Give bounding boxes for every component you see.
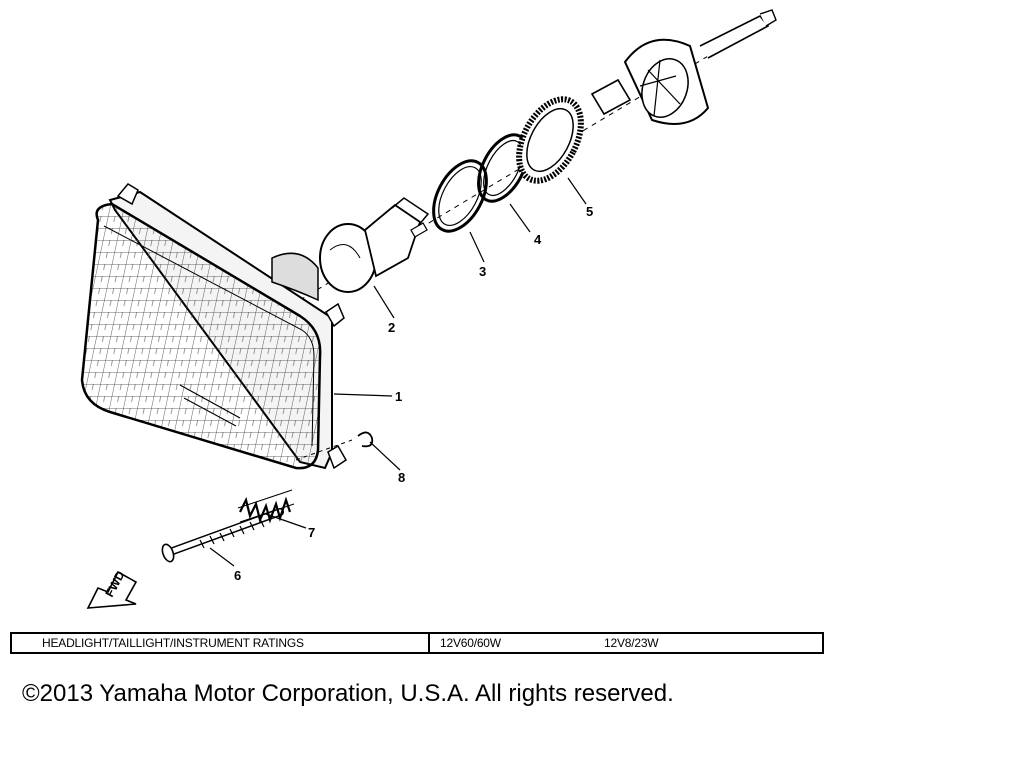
callout-3: 3 bbox=[479, 264, 486, 279]
part-spring bbox=[237, 489, 295, 524]
taillight-rating-value: 12V8/23W bbox=[604, 636, 659, 650]
ratings-values-cell: 12V60/60W 12V8/23W bbox=[430, 634, 822, 652]
headlight-exploded-diagram: 1 2 3 4 5 6 7 8 FWD bbox=[80, 9, 777, 609]
copyright-notice: ©2013 Yamaha Motor Corporation, U.S.A. A… bbox=[22, 680, 674, 707]
callout-1: 1 bbox=[395, 389, 402, 404]
part-retaining-ring bbox=[477, 133, 529, 203]
ratings-label: HEADLIGHT/TAILLIGHT/INSTRUMENT RATINGS bbox=[42, 636, 304, 650]
part-headlight-unit bbox=[80, 183, 347, 470]
callout-6: 6 bbox=[234, 568, 241, 583]
callout-4: 4 bbox=[534, 232, 542, 247]
callout-8: 8 bbox=[398, 470, 405, 485]
callout-5: 5 bbox=[586, 204, 593, 219]
part-socket-collar bbox=[516, 96, 584, 184]
callout-7: 7 bbox=[308, 525, 315, 540]
ratings-label-cell: HEADLIGHT/TAILLIGHT/INSTRUMENT RATINGS bbox=[12, 634, 430, 652]
callout-2: 2 bbox=[388, 320, 395, 335]
part-gasket bbox=[432, 159, 488, 233]
ratings-table: HEADLIGHT/TAILLIGHT/INSTRUMENT RATINGS 1… bbox=[10, 632, 824, 654]
fwd-direction-arrow: FWD bbox=[86, 568, 138, 609]
part-bulb bbox=[319, 197, 430, 293]
part-nut-clip bbox=[295, 431, 374, 461]
headlight-rating-value: 12V60/60W bbox=[440, 636, 501, 650]
leader-lines bbox=[209, 177, 587, 567]
part-socket-and-wire bbox=[590, 9, 777, 125]
